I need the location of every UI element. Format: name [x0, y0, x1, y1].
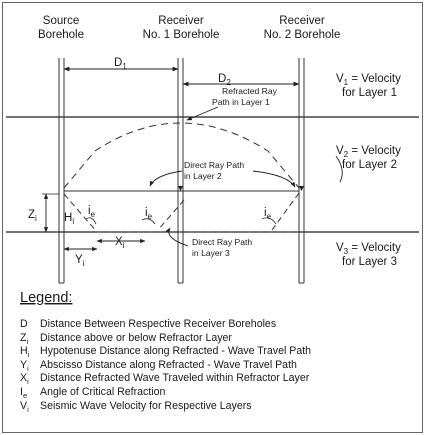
ie-angle-arc-3 [261, 217, 277, 225]
direct-2-annotation-arrow-right [252, 170, 296, 188]
receiver-1-borehole [177, 58, 184, 284]
receiver-2-borehole [298, 58, 305, 284]
receiver-1-marker [178, 186, 183, 191]
d1-label: D1 [114, 57, 127, 71]
direct-3-annotation-2: in Layer 3 [192, 248, 230, 258]
v2-pointer [335, 155, 343, 183]
zi-label: Zi [28, 209, 37, 223]
receiver-1-label-1: Receiver [158, 15, 204, 27]
ie-label-1: ie [88, 205, 96, 219]
v3-label: V3 = Velocity [336, 242, 401, 256]
direct-2-annotation-2: in Layer 2 [184, 171, 222, 181]
receiver-2-label-1: Receiver [279, 15, 325, 27]
refracted-annotation-arrow [186, 106, 219, 121]
refracted-annotation-2: Path in Layer 1 [212, 97, 270, 107]
v2-label-line2: for Layer 2 [342, 159, 397, 171]
source-borehole-label-2: Borehole [38, 29, 84, 41]
yi-label: Yi [75, 254, 85, 268]
ie-angle-arc-2 [141, 218, 156, 225]
ie-label-2: ie [145, 207, 153, 221]
refracted-ray-path-upper [63, 122, 300, 189]
xi-label: Xi [115, 236, 125, 250]
v3-label-line2: for Layer 3 [342, 256, 397, 268]
direct-3-annotation-arrow [165, 227, 189, 247]
receiver-2-label-2: No. 2 Borehole [264, 29, 341, 41]
receiver-1-label-2: No. 1 Borehole [143, 29, 220, 41]
source-borehole-label-1: Source [43, 15, 79, 27]
v1-label: V1 = Velocity [336, 73, 401, 87]
receiver-2-marker [299, 186, 304, 191]
d2-label: D2 [218, 73, 231, 87]
v1-label-line2: for Layer 1 [342, 87, 397, 99]
ie-angle-arc-1 [85, 217, 97, 225]
ray-segment-receiver-1 [157, 199, 185, 231]
direct-2-annotation-1: Direct Ray Path [184, 160, 244, 170]
ie-label-3: ie [264, 207, 272, 221]
ray-segment-receiver-2 [271, 192, 300, 231]
v2-label: V2 = Velocity [336, 145, 401, 159]
source-borehole [58, 58, 65, 284]
refracted-annotation-1: Refracted Ray [222, 86, 278, 96]
hi-label: Hi [64, 212, 74, 226]
legend-title: Legend: [20, 290, 72, 306]
direct-3-annotation-1: Direct Ray Path [192, 237, 252, 247]
refracted-ray-path-lower [63, 193, 299, 233]
direct-2-annotation-arrow-left [149, 170, 183, 187]
